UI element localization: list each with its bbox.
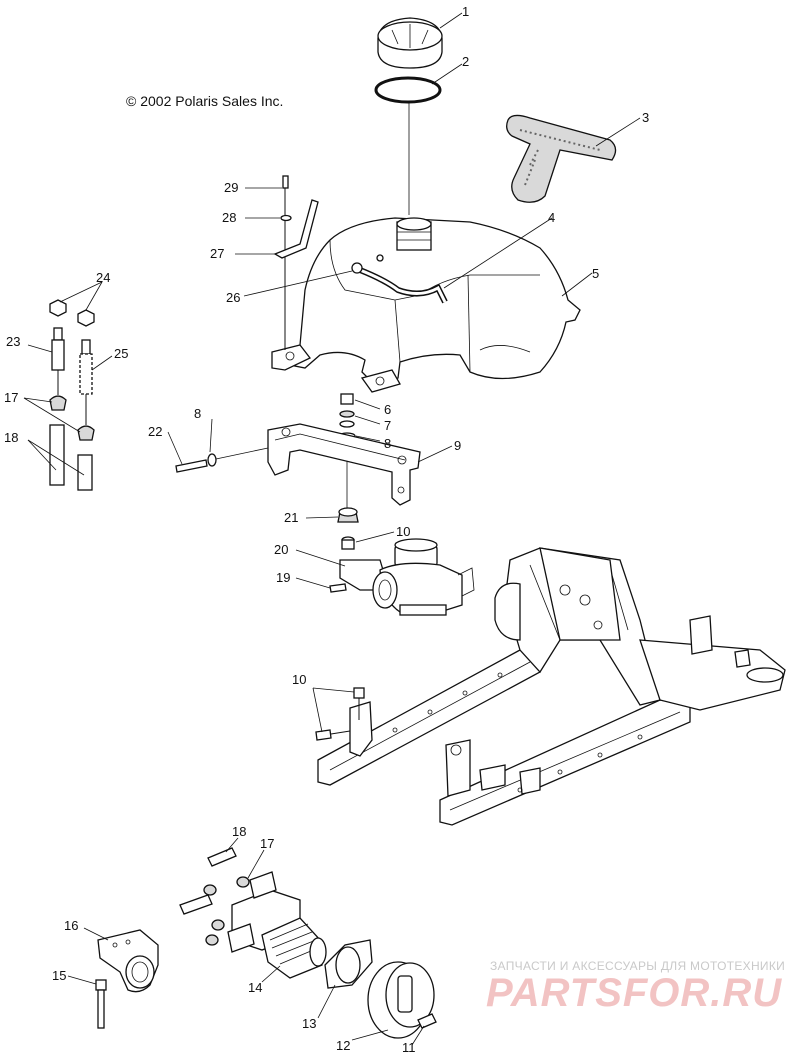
fuel-cap xyxy=(377,17,443,69)
callout-18a: 18 xyxy=(4,430,18,445)
callout-29: 29 xyxy=(224,180,238,195)
callout-14: 14 xyxy=(248,980,262,995)
callout-6: 6 xyxy=(384,402,391,417)
callout-27: 27 xyxy=(210,246,224,261)
callout-10a: 10 xyxy=(396,524,410,539)
callout-23: 23 xyxy=(6,334,20,349)
frame xyxy=(317,547,786,826)
callout-24: 24 xyxy=(96,270,110,285)
fuel-valve xyxy=(95,847,437,1039)
watermark-logo: PARTSFOR.RU xyxy=(486,971,782,1015)
carburetor xyxy=(329,538,475,616)
rubber-mount xyxy=(337,507,359,550)
fuel-lines xyxy=(49,299,95,491)
callout-8b: 8 xyxy=(384,436,391,451)
callout-22: 22 xyxy=(148,424,162,439)
foam-pad xyxy=(506,114,617,203)
callout-1: 1 xyxy=(462,4,469,19)
callout-9: 9 xyxy=(454,438,461,453)
callout-11: 11 xyxy=(402,1040,416,1053)
callout-10b: 10 xyxy=(292,672,306,687)
callout-labels: 1 2 3 4 5 6 7 8 8 9 10 10 11 12 13 14 15… xyxy=(4,4,649,1053)
callout-17a: 17 xyxy=(4,390,18,405)
callout-8a: 8 xyxy=(194,406,201,421)
watermark-tagline: ЗАПЧАСТИ И АКСЕССУАРЫ ДЛЯ МОТОТЕХНИКИ xyxy=(490,959,785,973)
callout-3: 3 xyxy=(642,110,649,125)
callout-15: 15 xyxy=(52,968,66,983)
callout-18b: 18 xyxy=(232,824,246,839)
frame-bolts xyxy=(315,687,365,741)
callout-4: 4 xyxy=(548,210,555,225)
callout-21: 21 xyxy=(284,510,298,525)
callout-19: 19 xyxy=(276,570,290,585)
copyright-text: © 2002 Polaris Sales Inc. xyxy=(126,93,283,109)
callout-16: 16 xyxy=(64,918,78,933)
callout-17b: 17 xyxy=(260,836,274,851)
callout-2: 2 xyxy=(462,54,469,69)
o-ring xyxy=(374,76,442,104)
bolt-washer xyxy=(175,447,269,473)
callout-12: 12 xyxy=(336,1038,350,1053)
callout-13: 13 xyxy=(302,1016,316,1031)
callout-26: 26 xyxy=(226,290,240,305)
cross-bracket xyxy=(267,423,421,506)
callout-5: 5 xyxy=(592,266,599,281)
callout-25: 25 xyxy=(114,346,128,361)
vent-fitting xyxy=(351,262,363,274)
callout-28: 28 xyxy=(222,210,236,225)
tank-bracket xyxy=(273,175,319,350)
leader-lines xyxy=(23,12,641,1046)
callout-7: 7 xyxy=(384,418,391,433)
fuel-tank xyxy=(271,217,581,393)
callout-20: 20 xyxy=(274,542,288,557)
